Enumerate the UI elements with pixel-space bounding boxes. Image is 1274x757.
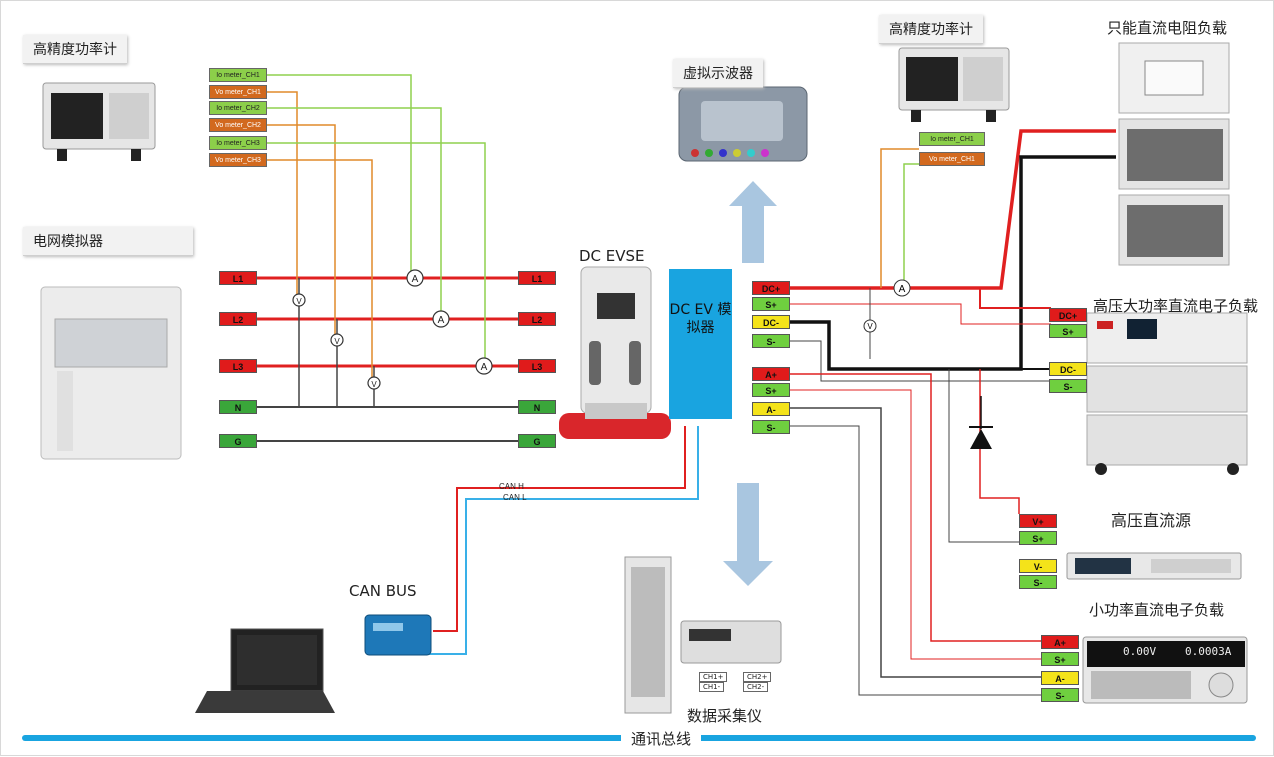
source-terminal-s-minus: S-: [1019, 575, 1057, 589]
meter-tag-right-vo-ch1: Vo meter_CH1: [919, 152, 985, 166]
meter-leads: [267, 74, 486, 384]
meter-tag-vo-ch2: Vo meter_CH2: [209, 118, 267, 132]
daq-image: [624, 556, 782, 714]
ev-terminal-dc-minus: DC-: [752, 315, 790, 329]
ev-terminal-a-plus: A+: [752, 367, 790, 381]
arrow-down: [723, 483, 773, 586]
ev-terminal-s-plus-1: S+: [752, 297, 790, 311]
meter-tag-io-ch2: Io meter_CH2: [209, 101, 267, 115]
daq-channel-ch1-plus: CH1+: [699, 672, 728, 682]
svg-text:A: A: [412, 274, 419, 285]
terminal-l3-left: L3: [219, 359, 257, 373]
terminal-l1-right: L1: [518, 271, 556, 285]
terminal-n-left: N: [219, 400, 257, 414]
small-load-voltage-readout: 0.00V: [1123, 645, 1157, 658]
svg-text:A: A: [481, 362, 488, 373]
small-load-terminal-s-minus: S-: [1041, 688, 1079, 702]
ev-simulator-box: DC EV 模拟器: [669, 269, 732, 419]
oscilloscope-caption: 虚拟示波器: [673, 59, 763, 88]
daq-channel-ch2-minus: CH2-: [743, 682, 769, 692]
svg-text:V: V: [371, 380, 377, 389]
small-load-current-readout: 0.0003A: [1185, 645, 1232, 658]
dc-voltmeter-label: V: [867, 322, 873, 331]
low-power-load-label: 小功率直流电子负载: [1089, 601, 1225, 619]
neutral-ground-lines: [257, 406, 518, 442]
terminal-l3-right: L3: [518, 359, 556, 373]
svg-text:V: V: [334, 337, 340, 346]
hv-load-image: [1086, 312, 1248, 475]
ac-meter-symbols: A A A V V V: [296, 274, 487, 389]
load-terminal-s-plus: S+: [1049, 324, 1087, 338]
terminal-l2-left: L2: [219, 312, 257, 326]
svg-text:A: A: [438, 315, 445, 326]
oscilloscope-image: [678, 86, 808, 162]
meter-tag-io-ch1: Io meter_CH1: [209, 68, 267, 82]
daq-channel-ch1-minus: CH1-: [699, 682, 725, 692]
small-load-terminal-a-minus: A-: [1041, 671, 1079, 685]
laptop-image: [195, 628, 335, 713]
diode-symbol: [969, 396, 993, 449]
comm-bus-label: 通讯总线: [621, 728, 702, 749]
load-terminal-dc-plus: DC+: [1049, 308, 1087, 322]
ev-terminal-a-minus: A-: [752, 402, 790, 416]
ac-lines: [257, 276, 518, 368]
can-bus-device-image: [364, 614, 432, 656]
dc-evse-image: [559, 266, 671, 439]
hv-source-image: [1066, 552, 1242, 580]
meter-tag-right-io-ch1: Io meter_CH1: [919, 132, 985, 146]
terminal-l1-left: L1: [219, 271, 257, 285]
can-bus-label: CAN BUS: [349, 582, 417, 600]
daq-label: 数据采集仪: [687, 707, 763, 725]
source-terminal-v-minus: V-: [1019, 559, 1057, 573]
grid-simulator-caption: 电网模拟器: [23, 227, 193, 256]
terminal-g-left: G: [219, 434, 257, 448]
small-load-terminal-a-plus: A+: [1041, 635, 1079, 649]
ev-terminal-s-minus-2: S-: [752, 420, 790, 434]
dc-ammeter-label: A: [899, 284, 906, 295]
ev-terminal-dc-plus: DC+: [752, 281, 790, 295]
dc-evse-label: DC EVSE: [579, 247, 645, 265]
arrow-up: [729, 181, 777, 263]
ev-terminal-s-minus-1: S-: [752, 334, 790, 348]
grid-simulator-image: [40, 286, 182, 460]
dc-ammeter-symbol: [893, 279, 911, 297]
daq-channel-ch2-plus: CH2+: [743, 672, 772, 682]
dc-voltmeter-symbol: [863, 319, 877, 333]
power-meter-right-image: [898, 47, 1010, 122]
ac-meters: [292, 269, 493, 390]
can-l-label: CAN L: [503, 493, 527, 502]
resistive-load-label: 只能直流电阻负载: [1107, 19, 1228, 37]
can-h-line: [433, 426, 686, 632]
resistive-load-image: [1118, 42, 1230, 266]
meter-tag-io-ch3: Io meter_CH3: [209, 136, 267, 150]
hv-electronic-load-label: 高压大功率直流电子负载: [1093, 297, 1259, 315]
ev-terminal-s-plus-2: S+: [752, 383, 790, 397]
power-meter-left-caption: 高精度功率计: [23, 35, 127, 64]
load-terminal-dc-minus: DC-: [1049, 362, 1087, 376]
terminal-g-right: G: [518, 434, 556, 448]
can-h-label: CAN H: [499, 482, 524, 491]
load-terminal-s-minus: S-: [1049, 379, 1087, 393]
dc-wiring: [790, 129, 1116, 696]
ev-simulator-label: DC EV 模拟器: [669, 302, 732, 336]
source-terminal-v-plus: V+: [1019, 514, 1057, 528]
svg-text:V: V: [296, 297, 302, 306]
can-l-line: [421, 426, 699, 655]
terminal-l2-right: L2: [518, 312, 556, 326]
small-load-terminal-s-plus: S+: [1041, 652, 1079, 666]
meter-tag-vo-ch1: Vo meter_CH1: [209, 85, 267, 99]
terminal-n-right: N: [518, 400, 556, 414]
small-load-image: [1082, 636, 1248, 704]
meter-tag-vo-ch3: Vo meter_CH3: [209, 153, 267, 167]
hv-dc-source-label: 高压直流源: [1111, 511, 1192, 530]
power-meter-left-image: [42, 82, 156, 161]
source-terminal-s-plus: S+: [1019, 531, 1057, 545]
power-meter-right-caption: 高精度功率计: [879, 15, 983, 44]
